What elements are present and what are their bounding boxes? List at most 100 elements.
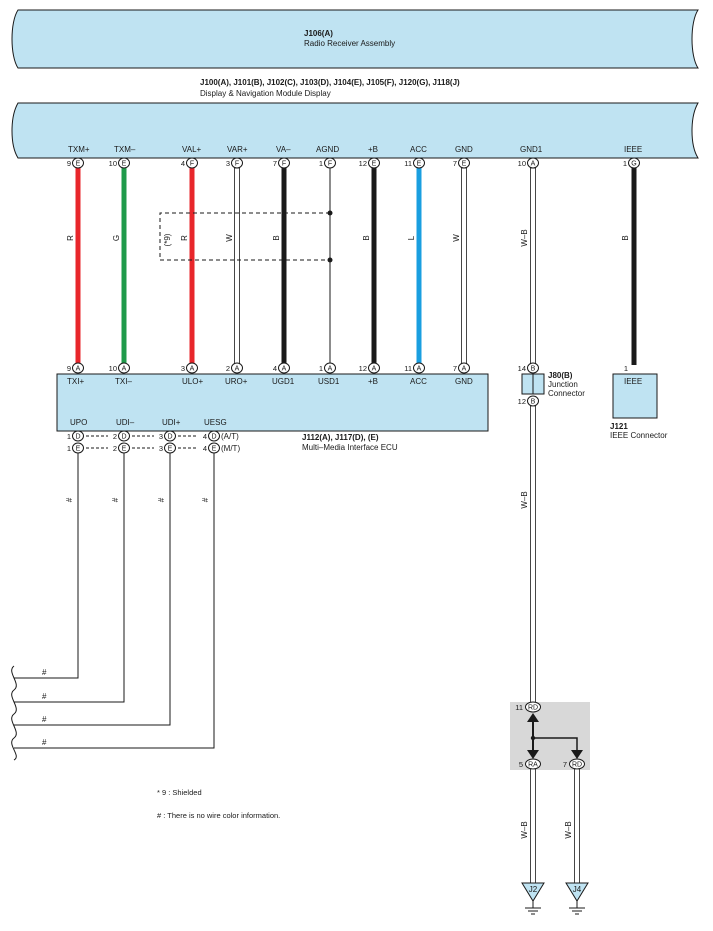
- wire-color-label: W–B: [520, 821, 529, 838]
- wire-var-plus: [234, 167, 240, 366]
- wire-val-plus: [189, 168, 195, 365]
- ecu-codes: J112(A), J117(D), (E): [302, 433, 379, 442]
- pin-marker: 3 F: [226, 157, 243, 169]
- pin-connector-letter: B: [531, 366, 536, 373]
- wire-junction-to-splice: [530, 405, 536, 705]
- pin-connector-letter: F: [235, 161, 239, 168]
- pin-marker: 11 A ACC: [404, 362, 427, 386]
- display-codes: J100(A), J101(B), J102(C), J103(D), J104…: [200, 78, 460, 87]
- wire-color-hash: #: [65, 497, 74, 502]
- pin-number: 10: [518, 159, 526, 168]
- pin-connector: [118, 430, 130, 442]
- pin-connector: [324, 157, 336, 169]
- shield-junction-dot: [327, 257, 333, 263]
- ground-triangle: [565, 882, 589, 902]
- pin-marker: 10 E: [109, 157, 130, 169]
- ecu-name: Multi–Media Interface ECU: [302, 443, 398, 452]
- ieee-box-label: IEEE: [624, 377, 642, 386]
- pin-connector-letter: A: [190, 366, 195, 373]
- ieee-connector: 1 IEEE J121 IEEE Connector: [610, 364, 668, 440]
- pin-marker: 3 A ULO+: [181, 362, 203, 386]
- display-pin-markers: 9 E 10 E 4 F 3 F 7 F 1 F 1: [67, 157, 640, 169]
- pin-connector: [413, 362, 425, 374]
- pin-label: UDI–: [116, 418, 135, 427]
- pin-number: 7: [563, 760, 567, 769]
- pin-number: 11: [515, 703, 523, 712]
- display-name: Display & Navigation Module Display: [200, 89, 331, 98]
- pin-connector-letter: E: [462, 161, 467, 168]
- pin-connector-letter: E: [168, 446, 173, 453]
- wires: [75, 167, 637, 366]
- pin-label: VAR+: [227, 145, 248, 154]
- pin-label: UGD1: [272, 377, 295, 386]
- pin-label: URO+: [225, 377, 248, 386]
- pin-label: IEEE: [624, 145, 642, 154]
- pin-connector-letter: B: [531, 399, 536, 406]
- pin-label: UPO: [70, 418, 87, 427]
- wire-txm-plus: [75, 168, 81, 365]
- pin-connector-letter: E: [76, 446, 81, 453]
- pin-number: 7: [453, 159, 457, 168]
- pin-marker: 9 A TXI+: [67, 362, 84, 386]
- pin-number: 12: [359, 364, 367, 373]
- pin-connector: [324, 362, 336, 374]
- splice-arrow-down: [527, 750, 539, 759]
- wire-color-label: R: [66, 235, 75, 241]
- ground-triangle: [521, 882, 545, 902]
- pin-connector-letter: A: [462, 366, 467, 373]
- ground-j2: W–B J2: [520, 768, 545, 915]
- pin-connector-letter: A: [531, 161, 536, 168]
- junction-connector: 14 B 12 B J80(B) Junction Connector W–B: [518, 362, 585, 705]
- pin-connector-letter: E: [122, 161, 127, 168]
- pin-number: 3: [159, 432, 163, 441]
- pin-connector-letter: D: [75, 434, 80, 441]
- pin-connector: [525, 701, 541, 713]
- shield: (*9): [159, 210, 333, 263]
- pin-connector: [186, 157, 198, 169]
- ieee-code: J121: [610, 422, 628, 431]
- wire-uesg: [14, 453, 215, 749]
- pin-connector-letter: RD: [528, 705, 538, 712]
- wire-color-label: W: [452, 234, 461, 242]
- multimedia-interface-ecu: [56, 373, 489, 432]
- junction-name: Junction: [548, 380, 578, 389]
- pin-number: 1: [67, 432, 71, 441]
- pin-connector-letter: A: [282, 366, 287, 373]
- wire-ieee: [631, 168, 637, 365]
- wire-va-minus: [281, 168, 287, 365]
- wire-acc: [416, 168, 422, 365]
- pin-number: 1: [319, 159, 323, 168]
- transmission-tag: (A/T): [221, 432, 239, 441]
- wire-color-label: B: [362, 235, 371, 240]
- ground-label: J4: [573, 885, 582, 894]
- pin-connector: [72, 157, 84, 169]
- wire-upo: [14, 453, 79, 679]
- pin-connector: [458, 157, 470, 169]
- pin-connector-letter: A: [372, 366, 377, 373]
- pin-connector-letter: D: [121, 434, 126, 441]
- pin-number: 14: [518, 364, 526, 373]
- pin-marker: 2 A URO+: [225, 362, 248, 386]
- wire-color-hash: #: [42, 738, 47, 747]
- splice-arrow-down: [571, 750, 583, 759]
- pin-marker: 7 F: [273, 157, 290, 169]
- splice-arrow-up: [527, 713, 539, 722]
- pin-connector: [458, 362, 470, 374]
- ecu-bottom-labels: UPO UDI– UDI+ UESG: [70, 418, 227, 427]
- pin-connector-letter: E: [372, 161, 377, 168]
- pin-label: TXM–: [114, 145, 136, 154]
- ground-j4: W–B J4: [564, 768, 589, 915]
- shield-junction-dot: [327, 210, 333, 216]
- pin-number: 10: [109, 364, 117, 373]
- wire-color-label: W–B: [520, 229, 529, 246]
- pin-connector-letter: A: [122, 366, 127, 373]
- pin-connector-letter: A: [417, 366, 422, 373]
- pin-connector-letter: D: [167, 434, 172, 441]
- wire-color-label: L: [407, 235, 416, 240]
- pin-connector: [118, 362, 130, 374]
- pin-connector: [231, 157, 243, 169]
- note-no-wire-color: # : There is no wire color information.: [157, 811, 280, 820]
- ground-label: J2: [529, 885, 538, 894]
- pin-connector: [628, 157, 640, 169]
